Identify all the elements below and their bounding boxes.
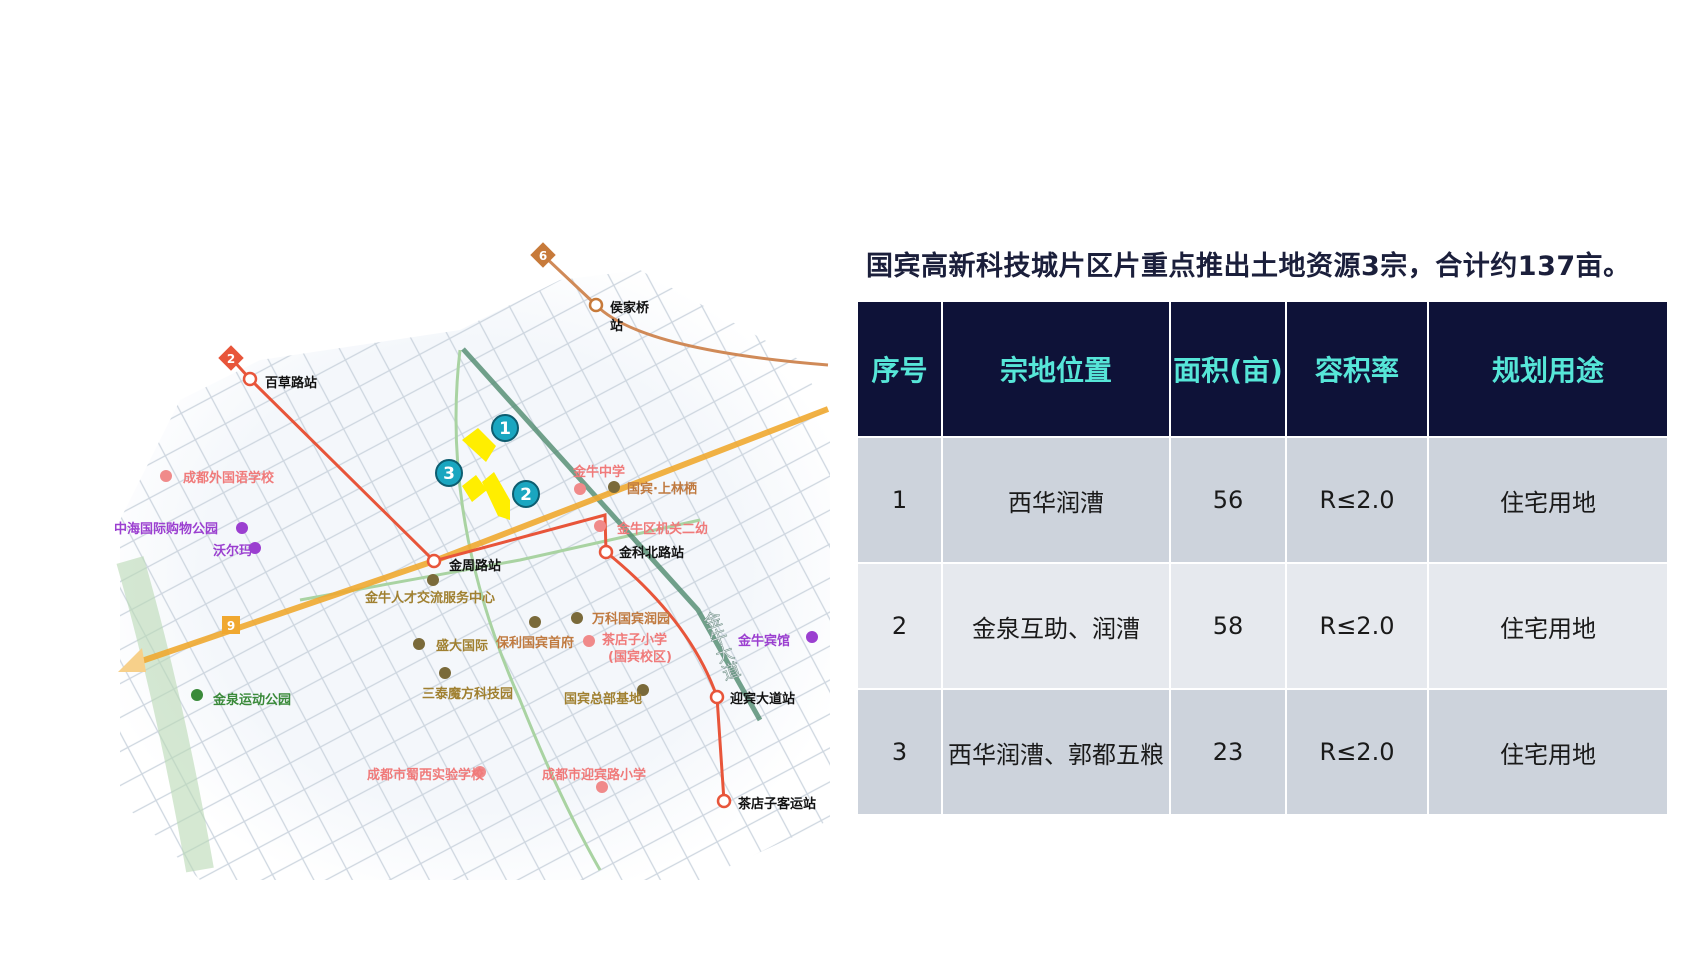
station-baicaolu: 百草路站 — [265, 375, 317, 391]
svg-text:(国宾校区): (国宾校区) — [608, 649, 672, 665]
svg-text:万科国宾润园: 万科国宾润园 — [591, 611, 670, 627]
header-index: 序号 — [856, 300, 943, 438]
table-row: 2 金泉互助、润漕 58 R≤2.0 住宅用地 — [856, 562, 1669, 690]
cell-index: 3 — [856, 688, 943, 816]
parcel-marker-3[interactable]: 3 — [435, 459, 463, 487]
svg-text:6: 6 — [539, 249, 547, 263]
svg-text:成都市迎宾路小学: 成都市迎宾路小学 — [542, 767, 646, 783]
header-far: 容积率 — [1285, 300, 1429, 438]
svg-text:成都外国语学校: 成都外国语学校 — [183, 470, 275, 486]
parcel-marker-2[interactable]: 2 — [512, 480, 540, 508]
parcel-3 — [462, 475, 487, 502]
cell-area: 58 — [1169, 562, 1287, 690]
header-location: 宗地位置 — [941, 300, 1171, 438]
page-title: 国宾高新科技城片区片重点推出土地资源3宗，合计约137亩。 — [866, 251, 1631, 282]
cell-location: 金泉互助、润漕 — [941, 562, 1171, 690]
station-jinkebeilu: 金科北路站 — [618, 545, 684, 561]
metro-line-6 — [541, 253, 829, 367]
station-chadianzi: 茶店子客运站 — [738, 796, 816, 812]
cell-index: 1 — [856, 436, 943, 564]
header-area: 面积(亩) — [1169, 300, 1287, 438]
parcel-2 — [482, 472, 510, 520]
cell-location: 西华润漕 — [941, 436, 1171, 564]
parcel-marker-1[interactable]: 1 — [491, 414, 519, 442]
svg-text:3: 3 — [443, 464, 455, 484]
line-6-badge: 6 — [530, 242, 556, 268]
svg-text:成都市蜀西实验学校: 成都市蜀西实验学校 — [367, 767, 485, 783]
location-map: 1 2 3 6 2 9 侯家桥 站 百草路站 金周路站 金科北路站 迎宾大道站 … — [114, 242, 830, 880]
svg-text:1: 1 — [499, 419, 511, 439]
cell-far: R≤2.0 — [1285, 562, 1429, 690]
cell-usage: 住宅用地 — [1427, 436, 1669, 564]
svg-text:茶店子小学: 茶店子小学 — [602, 632, 667, 648]
cell-area: 56 — [1169, 436, 1287, 564]
line-2-badge: 2 — [218, 345, 244, 371]
cell-location: 西华润漕、郭都五粮 — [941, 688, 1171, 816]
svg-text:2: 2 — [520, 485, 532, 505]
svg-text:金牛区机关二幼: 金牛区机关二幼 — [616, 521, 708, 537]
svg-text:中海国际购物公园: 中海国际购物公园 — [114, 521, 218, 537]
svg-text:保利国宾首府: 保利国宾首府 — [495, 635, 574, 651]
arrow-icon — [118, 648, 146, 672]
station-yingbindadao: 迎宾大道站 — [730, 691, 795, 707]
svg-text:金牛宾馆: 金牛宾馆 — [737, 633, 790, 649]
svg-text:沃尔玛: 沃尔玛 — [213, 543, 252, 559]
svg-text:站: 站 — [610, 318, 623, 334]
svg-text:金牛人才交流服务中心: 金牛人才交流服务中心 — [364, 590, 495, 606]
table-header: 序号 宗地位置 面积(亩) 容积率 规划用途 — [856, 300, 1669, 438]
cell-far: R≤2.0 — [1285, 688, 1429, 816]
svg-text:金牛中学: 金牛中学 — [572, 464, 625, 480]
line-9-badge: 9 — [222, 616, 240, 634]
svg-text:盛大国际: 盛大国际 — [436, 638, 488, 654]
svg-text:金泉运动公园: 金泉运动公园 — [212, 692, 291, 708]
svg-text:国宾·上林栖: 国宾·上林栖 — [627, 481, 697, 497]
svg-text:9: 9 — [227, 619, 235, 633]
cell-area: 23 — [1169, 688, 1287, 816]
cell-usage: 住宅用地 — [1427, 562, 1669, 690]
svg-text:2: 2 — [227, 352, 235, 366]
parcel-1 — [462, 428, 496, 462]
park-icon — [191, 689, 203, 701]
land-table: 序号 宗地位置 面积(亩) 容积率 规划用途 1 西华润漕 56 R≤2.0 住… — [856, 300, 1669, 816]
svg-text:三泰魔方科技园: 三泰魔方科技园 — [422, 686, 513, 702]
svg-text:国宾总部基地: 国宾总部基地 — [564, 691, 642, 707]
cell-far: R≤2.0 — [1285, 436, 1429, 564]
cell-index: 2 — [856, 562, 943, 690]
station-jinzhoulu: 金周路站 — [448, 558, 501, 574]
station-houjiaqiao: 侯家桥 — [610, 300, 650, 316]
table-row: 3 西华润漕、郭都五粮 23 R≤2.0 住宅用地 — [856, 688, 1669, 816]
metro-line-2 — [229, 356, 726, 802]
header-usage: 规划用途 — [1427, 300, 1669, 438]
table-row: 1 西华润漕 56 R≤2.0 住宅用地 — [856, 436, 1669, 564]
jinniu-avenue — [461, 347, 763, 722]
cell-usage: 住宅用地 — [1427, 688, 1669, 816]
